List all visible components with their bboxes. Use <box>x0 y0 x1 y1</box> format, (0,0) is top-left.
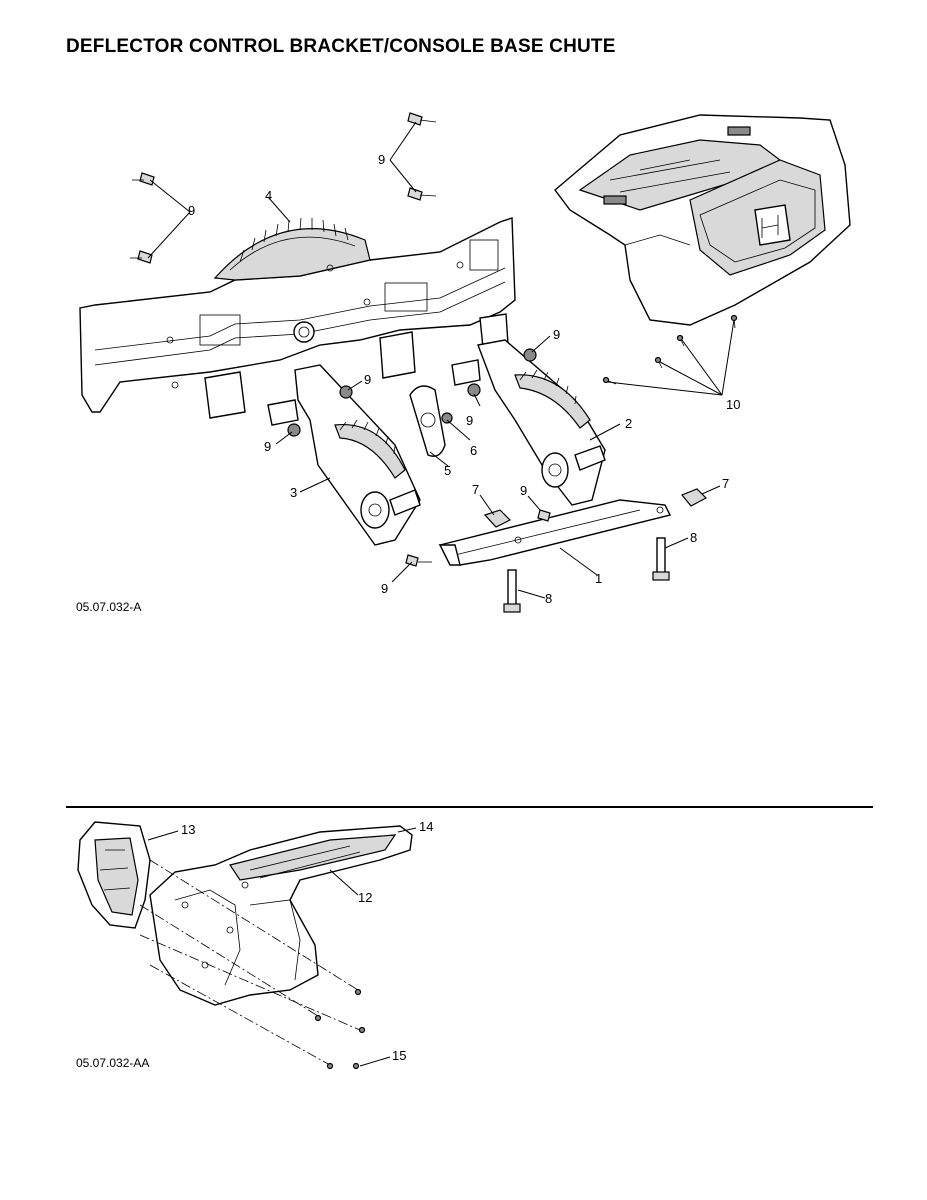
part-8-bolt-right <box>652 537 670 581</box>
part-6-screw <box>441 412 453 424</box>
callout-10: 10 <box>726 397 740 412</box>
page-title: DEFLECTOR CONTROL BRACKET/CONSOLE BASE C… <box>66 36 616 57</box>
callout-9: 9 <box>553 327 560 342</box>
callout-12: 12 <box>358 890 372 905</box>
callout-9: 9 <box>381 581 388 596</box>
section-divider <box>66 806 873 808</box>
callout-8: 8 <box>690 530 697 545</box>
part-5-clamp <box>409 385 446 457</box>
callout-3: 3 <box>290 485 297 500</box>
diagram-code-bottom: 05.07.032-AA <box>76 1056 150 1070</box>
callout-6: 6 <box>470 443 477 458</box>
part-7-nut-right <box>681 488 707 507</box>
callout-9: 9 <box>520 483 527 498</box>
callout-15: 15 <box>392 1048 406 1063</box>
part-8-bolt-left <box>503 569 521 613</box>
assembly-lines <box>139 859 361 1066</box>
part-3-left-bracket <box>267 364 421 546</box>
part-2-right-bracket <box>451 339 606 506</box>
callout-7: 7 <box>722 476 729 491</box>
callout-9: 9 <box>364 372 371 387</box>
callout-2: 2 <box>625 416 632 431</box>
bottom-diagram: 13 14 12 15 <box>77 819 433 1070</box>
sector-teeth <box>239 217 349 263</box>
top-diagram: 9 9 4 9 9 9 9 2 6 5 3 7 9 7 8 1 8 9 10 <box>79 112 851 613</box>
top-leader-lines <box>147 121 735 599</box>
console-base-chute <box>554 114 851 326</box>
callout-9: 9 <box>188 203 195 218</box>
callout-13: 13 <box>181 822 195 837</box>
callout-9: 9 <box>264 439 271 454</box>
part-12-chute-body <box>149 825 413 1006</box>
part-9-screws <box>130 112 551 567</box>
callout-1: 1 <box>595 571 602 586</box>
callout-9: 9 <box>378 152 385 167</box>
diagram-code-top: 05.07.032-A <box>76 600 142 614</box>
callout-4: 4 <box>265 188 272 203</box>
callout-5: 5 <box>444 463 451 478</box>
bottom-leader-lines <box>147 827 417 1067</box>
callout-8: 8 <box>545 591 552 606</box>
callout-7: 7 <box>472 482 479 497</box>
callout-9: 9 <box>466 413 473 428</box>
part-4-bracket-plate <box>79 217 516 419</box>
bottom-callouts: 13 14 12 15 <box>181 819 433 1063</box>
top-callouts: 9 9 4 9 9 9 9 2 6 5 3 7 9 7 8 1 8 9 10 <box>188 152 740 606</box>
part-7-nut-left <box>483 509 512 528</box>
callout-14: 14 <box>419 819 433 834</box>
part-13-end-cap <box>77 821 151 929</box>
part-10-screws <box>602 314 738 385</box>
part-15-screws <box>314 988 366 1070</box>
part-1-rail <box>438 499 672 566</box>
